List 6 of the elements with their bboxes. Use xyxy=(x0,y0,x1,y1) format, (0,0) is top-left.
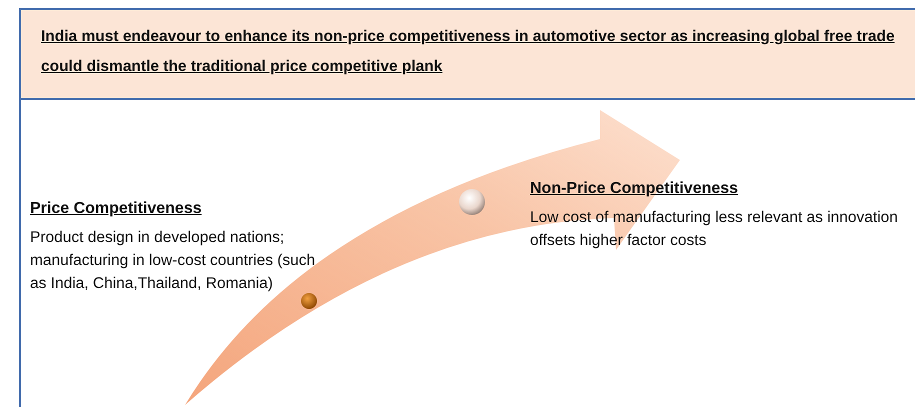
headline-text: India must endeavour to enhance its non-price competitiveness in automotive sector as increasing global free trade could dismantle the traditional price competitive plank xyxy=(41,27,896,77)
stage-heading: Non-Price Competitiveness xyxy=(530,180,740,198)
stage-description: Product design in developed nations; manufacturing in low-cost countries (such as India, China,Thailand, Romania) xyxy=(30,228,316,294)
headline-box xyxy=(19,8,915,100)
stage-description: Low cost of manufacturing less relevant as innovation offsets higher factor costs xyxy=(530,208,899,251)
stage-heading: Price Competitiveness xyxy=(30,200,203,218)
